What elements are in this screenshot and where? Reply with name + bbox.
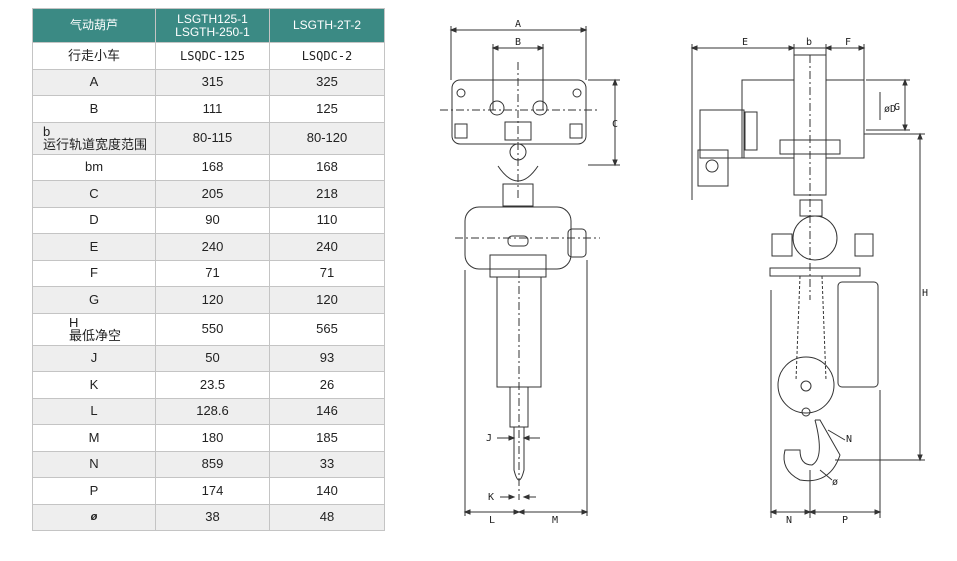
row-value-model-1: 240 (155, 233, 270, 261)
row-value-model-1: 128.6 (155, 397, 270, 425)
row-value-model-1: 38 (155, 503, 270, 531)
dim-label-B: B (515, 37, 521, 48)
dim-label-C: C (612, 119, 618, 130)
row-label: F (32, 259, 156, 287)
row-label: D (32, 206, 156, 234)
row-value-model-2: 110 (269, 206, 385, 234)
row-value-model-2: 93 (269, 344, 385, 372)
row-value-model-2: 146 (269, 397, 385, 425)
row-value-model-2: 80-120 (269, 121, 385, 155)
row-value-model-1: 180 (155, 424, 270, 452)
row-value-model-1: 50 (155, 344, 270, 372)
row-label: N (32, 450, 156, 478)
dim-label-N-top: N (846, 434, 852, 445)
spec-table: 气动葫芦 LSGTH125-1 LSGTH-250-1 LSGTH-2T-2 行… (32, 8, 385, 531)
front-view: A B C J (440, 19, 620, 526)
row-value-model-1: 23.5 (155, 371, 270, 399)
row-label: b 运行轨道宽度范围 (32, 121, 156, 155)
table-header-row: 气动葫芦 LSGTH125-1 LSGTH-250-1 LSGTH-2T-2 (32, 8, 385, 43)
dim-label-J: J (486, 433, 492, 444)
row-value-model-1: 859 (155, 450, 270, 478)
dim-label-phi: ø (832, 477, 838, 488)
row-label: P (32, 477, 156, 505)
row-value-model-2: 565 (269, 312, 385, 346)
row-label: K (32, 371, 156, 399)
row-label: ø (32, 503, 156, 531)
dim-label-H: H (922, 288, 928, 299)
row-label: L (32, 397, 156, 425)
header-cell-model-2: LSGTH-2T-2 (269, 8, 385, 43)
row-value-model-2: 33 (269, 450, 385, 478)
dim-label-G: G (894, 102, 900, 113)
row-value-model-2: 140 (269, 477, 385, 505)
dim-label-K: K (488, 492, 494, 503)
dim-label-N-bottom: N (786, 515, 792, 526)
row-label: G (32, 286, 156, 314)
row-value-model-2: 48 (269, 503, 385, 531)
row-value-model-2: LSQDC-2 (269, 42, 385, 70)
row-value-model-1: 550 (155, 312, 270, 346)
row-value-model-2: 26 (269, 371, 385, 399)
row-value-model-1: 120 (155, 286, 270, 314)
row-value-model-1: 80-115 (155, 121, 270, 155)
dim-label-L: L (489, 515, 495, 526)
header-cell-hoist: 气动葫芦 (32, 8, 156, 43)
row-value-model-2: 71 (269, 259, 385, 287)
dim-label-E: E (742, 37, 748, 48)
row-value-model-1: LSQDC-125 (155, 42, 270, 70)
dim-label-M: M (552, 515, 558, 526)
row-value-model-1: 90 (155, 206, 270, 234)
row-value-model-1: 71 (155, 259, 270, 287)
row-label: J (32, 344, 156, 372)
side-view: E b F øD G (690, 37, 928, 526)
row-value-model-1: 315 (155, 68, 270, 96)
row-label: H 最低净空 (32, 312, 156, 346)
dim-label-b: b (806, 37, 812, 48)
dim-label-D: øD (884, 104, 896, 115)
row-value-model-2: 218 (269, 180, 385, 208)
row-value-model-2: 168 (269, 153, 385, 181)
row-label: bm (32, 153, 156, 181)
dim-label-A: A (515, 19, 521, 30)
row-value-model-2: 325 (269, 68, 385, 96)
row-value-model-2: 120 (269, 286, 385, 314)
row-label: E (32, 233, 156, 261)
dim-label-F: F (845, 37, 851, 48)
row-value-model-1: 174 (155, 477, 270, 505)
dim-label-P: P (842, 515, 848, 526)
row-value-model-2: 240 (269, 233, 385, 261)
row-value-model-1: 168 (155, 153, 270, 181)
row-value-model-1: 205 (155, 180, 270, 208)
